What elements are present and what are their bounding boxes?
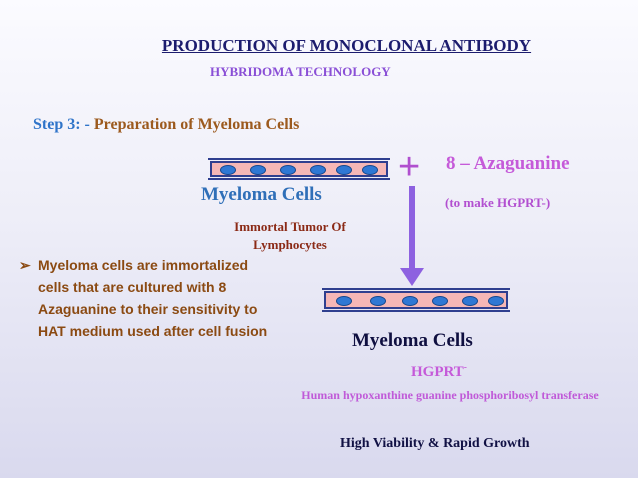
myeloma-cell bbox=[432, 296, 448, 306]
myeloma-cell bbox=[370, 296, 386, 306]
myeloma-cell bbox=[336, 165, 352, 175]
step-heading: Step 3: - Preparation of Myeloma Cells bbox=[33, 116, 299, 134]
bullet-arrow-icon: ➢ bbox=[19, 257, 31, 273]
myeloma-cell bbox=[280, 165, 296, 175]
plus-icon: + bbox=[398, 146, 421, 188]
myeloma-cell bbox=[488, 296, 504, 306]
viability-note: High Viability & Rapid Growth bbox=[340, 436, 530, 451]
slide-title: PRODUCTION OF MONOCLONAL ANTIBODY bbox=[161, 36, 532, 55]
step-label: Step 3: - bbox=[33, 116, 90, 133]
myeloma-label-bottom: Myeloma Cells bbox=[352, 330, 473, 351]
myeloma-cell bbox=[336, 296, 352, 306]
myeloma-cell bbox=[462, 296, 478, 306]
myeloma-tube-bottom bbox=[322, 288, 510, 312]
myeloma-cell bbox=[362, 165, 378, 175]
myeloma-cell bbox=[220, 165, 236, 175]
hgprt-text: HGPRT bbox=[411, 364, 464, 380]
step-text: Preparation of Myeloma Cells bbox=[93, 116, 300, 133]
bullet-text: Myeloma cells are immortalized cells tha… bbox=[38, 257, 268, 339]
hgprt-full-name: Human hypoxanthine guanine phosphoribosy… bbox=[301, 388, 599, 402]
myeloma-cell bbox=[310, 165, 326, 175]
myeloma-label-top: Myeloma Cells bbox=[201, 184, 322, 205]
hgprt-label: HGPRT- bbox=[411, 362, 467, 381]
myeloma-tube-top bbox=[208, 158, 390, 180]
down-arrow-icon bbox=[409, 186, 415, 270]
bullet-point: ➢ Myeloma cells are immortalized cells t… bbox=[19, 254, 269, 342]
down-arrow-head bbox=[400, 268, 424, 286]
immortal-note: Immortal Tumor Of Lymphocytes bbox=[234, 219, 346, 252]
myeloma-cell bbox=[250, 165, 266, 175]
myeloma-cell bbox=[402, 296, 418, 306]
reagent-label: 8 – Azaguanine bbox=[446, 153, 570, 174]
reagent-note: (to make HGPRT-) bbox=[445, 195, 551, 210]
slide-subtitle: HYBRIDOMA TECHNOLOGY bbox=[210, 64, 391, 79]
hgprt-superscript: - bbox=[463, 362, 467, 372]
